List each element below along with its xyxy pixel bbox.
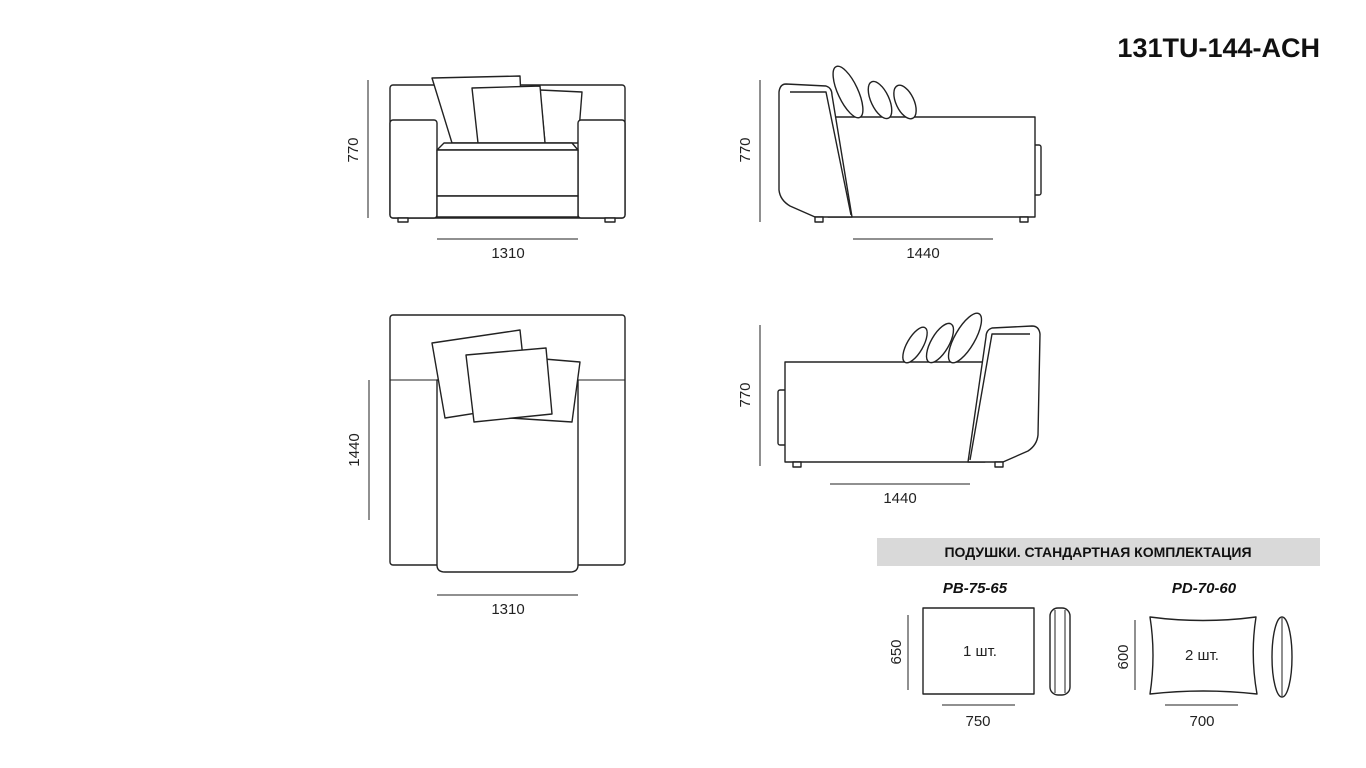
cushions-section: ПОДУШКИ. СТАНДАРТНАЯ КОМПЛЕКТАЦИЯ PB-75-…: [877, 538, 1320, 730]
cushion-qty: 2 шт.: [1185, 647, 1219, 664]
front-width-label: 1310: [491, 245, 524, 262]
cushions-heading: ПОДУШКИ. СТАНДАРТНАЯ КОМПЛЕКТАЦИЯ: [944, 544, 1251, 560]
cushion-code: PB-75-65: [943, 580, 1008, 597]
cushion-height: 600: [1115, 644, 1132, 669]
cushion-qty: 1 шт.: [963, 643, 997, 660]
side2-depth-label: 1440: [883, 490, 916, 507]
front-height-label: 770: [345, 137, 362, 162]
side-height-label: 770: [737, 137, 754, 162]
cushion-width: 700: [1189, 713, 1214, 730]
cushion-height: 650: [888, 639, 905, 664]
cushion-width: 750: [965, 713, 990, 730]
side-depth-label: 1440: [906, 245, 939, 262]
cushion-pd: PD-70-60 2 шт. 600 700: [1115, 580, 1293, 730]
top-width-label: 1310: [491, 601, 524, 618]
top-view: 1440 1310: [346, 314, 626, 618]
side-view-right: 770 1440: [737, 65, 1042, 262]
top-depth-label: 1440: [346, 433, 363, 466]
front-view: 770 1310: [345, 75, 626, 262]
side2-height-label: 770: [737, 382, 754, 407]
cushion-pb: PB-75-65 1 шт. 650 750: [888, 580, 1071, 730]
cushion-code: PD-70-60: [1172, 580, 1237, 597]
model-title: 131TU-144-ACH: [1117, 33, 1320, 63]
side-view-left: 770 1440: [737, 312, 1041, 507]
cushions-heading-bar: [877, 538, 1320, 566]
